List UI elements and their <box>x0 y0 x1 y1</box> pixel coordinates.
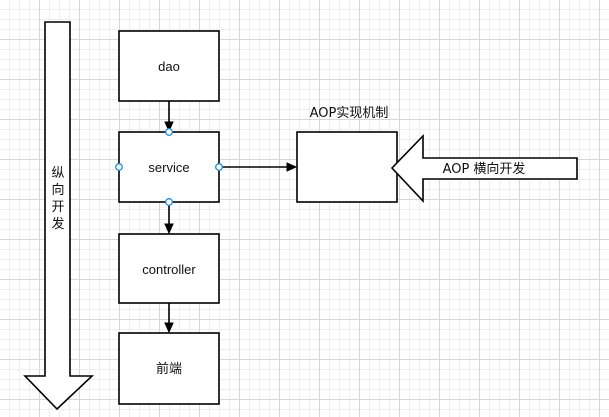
service-port-bottom[interactable] <box>165 198 173 206</box>
arrowhead-service-controller <box>164 223 174 235</box>
service-port-top[interactable] <box>165 128 173 136</box>
frontend-box[interactable] <box>118 332 220 405</box>
aop-title: AOP实现机制 <box>310 106 389 121</box>
service-port-right[interactable] <box>215 163 223 171</box>
vertical-label-char-3: 开 <box>51 200 64 215</box>
controller-box[interactable] <box>118 233 220 304</box>
vertical-development-arrow <box>23 21 95 411</box>
arrowhead-dao-service <box>164 121 174 133</box>
dao-label: dao <box>158 59 180 74</box>
horizontal-development-arrow <box>390 134 578 204</box>
dao-box[interactable] <box>118 30 220 102</box>
vertical-label-char-2: 向 <box>51 182 64 198</box>
vertical-label-char-1: 纵 <box>51 166 64 181</box>
service-port-left[interactable] <box>115 163 123 171</box>
vertical-label-char-4: 发 <box>51 216 64 232</box>
arrowhead-controller-frontend <box>164 322 174 334</box>
frontend-label: 前端 <box>156 361 182 377</box>
controller-label: controller <box>142 262 196 277</box>
service-label: service <box>148 160 189 175</box>
aop-box[interactable] <box>296 131 398 203</box>
horizontal-label: AOP 横向开发 <box>443 161 526 177</box>
arrowhead-service-aop <box>286 162 298 172</box>
